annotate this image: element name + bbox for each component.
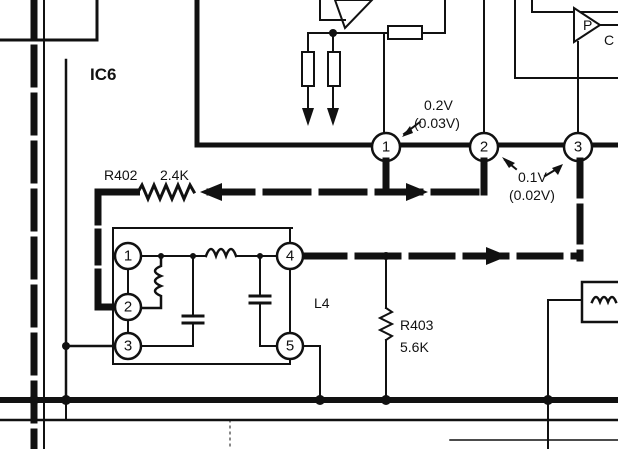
svg-text:5: 5 bbox=[286, 338, 294, 355]
l4-label: L4 bbox=[314, 295, 330, 311]
voltage-pin1-alt: (0.03V) bbox=[414, 115, 460, 131]
top-pin-1: 1 bbox=[370, 131, 402, 163]
r402-value: 2.4K bbox=[160, 167, 189, 183]
svg-text:2: 2 bbox=[480, 139, 488, 156]
voltage-pin1: 0.2V bbox=[424, 97, 453, 113]
svg-text:2: 2 bbox=[124, 299, 132, 316]
l4-coil-block: 1 2 3 4 5 L4 bbox=[64, 227, 330, 401]
block-pin-2: 2 bbox=[113, 292, 143, 322]
r403-ref: R403 bbox=[400, 317, 434, 333]
voltage-pin3-alt: (0.02V) bbox=[509, 187, 555, 203]
svg-text:1: 1 bbox=[124, 248, 132, 265]
opamp-label-p: P bbox=[583, 17, 592, 33]
bottom-stubs bbox=[65, 399, 618, 449]
block-pin-3: 3 bbox=[113, 331, 143, 361]
right-coil-box bbox=[547, 280, 618, 449]
opamp-label-c: C bbox=[604, 32, 614, 48]
voltage-annotations: 0.2V (0.03V) 0.1V (0.02V) bbox=[402, 97, 563, 203]
r403-resistor: R403 5.6K bbox=[377, 252, 434, 401]
svg-text:4: 4 bbox=[286, 248, 294, 265]
ic6-outline: IC6 bbox=[64, 0, 618, 402]
svg-text:1: 1 bbox=[382, 139, 390, 156]
voltage-pin3: 0.1V bbox=[518, 169, 547, 185]
svg-text:3: 3 bbox=[574, 139, 582, 156]
ic6-label: IC6 bbox=[90, 65, 116, 84]
left-dashed-bus bbox=[0, 0, 99, 449]
ground-rails bbox=[0, 342, 618, 422]
top-pin-2: 2 bbox=[468, 131, 500, 163]
r402-ref: R402 bbox=[104, 167, 138, 183]
block-pin-5: 5 bbox=[275, 331, 305, 361]
r402-resistor: R402 2.4K bbox=[104, 167, 200, 203]
r403-value: 5.6K bbox=[400, 339, 429, 355]
top-pins: 1 2 3 bbox=[370, 131, 594, 163]
top-pin-3: 3 bbox=[562, 131, 594, 163]
block-pin-4: 4 bbox=[275, 241, 305, 271]
block-pin-1: 1 bbox=[113, 241, 143, 271]
svg-text:3: 3 bbox=[124, 338, 132, 355]
top-internal-circuit: P C bbox=[301, 0, 618, 146]
